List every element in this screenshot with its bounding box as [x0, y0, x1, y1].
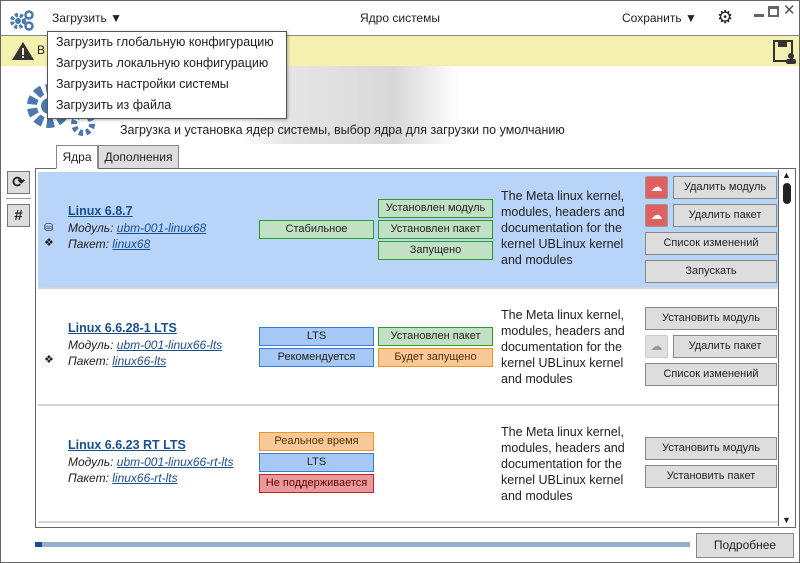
kernel-description: The Meta linux kernel, modules, headers … [501, 425, 625, 503]
banner-description: Загрузка и установка ядер системы, выбор… [120, 123, 565, 137]
cloud-download-icon: ☁ [645, 335, 668, 358]
tab-kernels[interactable]: Ядра [56, 145, 98, 169]
tag-badge: LTS [259, 453, 374, 472]
install-module-button[interactable]: Установить модуль [645, 307, 777, 330]
module-link[interactable]: ubm-001-linux66-lts [116, 338, 223, 352]
status-badge: Установлен пакет [378, 220, 493, 239]
kernel-title-link[interactable]: Linux 6.6.28-1 LTS [68, 321, 177, 335]
cloud-download-icon[interactable]: ☁ [645, 176, 668, 199]
menu-item-load-system[interactable]: Загрузить настройки системы [56, 77, 229, 91]
module-label: Модуль: [68, 221, 114, 235]
load-label: Загрузить [52, 11, 107, 25]
menu-item-load-file[interactable]: Загрузить из файла [56, 98, 172, 112]
remove-module-button[interactable]: Удалить модуль [673, 176, 777, 199]
chevron-down-icon: ▼ [110, 11, 123, 25]
install-module-button[interactable]: Установить модуль [645, 437, 777, 460]
close-button[interactable]: ✕ [783, 2, 796, 19]
module-link[interactable]: ubm-001-linux66-rt-lts [116, 455, 234, 469]
menu-item-load-global[interactable]: Загрузить глобальную конфигурацию [56, 35, 274, 49]
package-label: Пакет: [68, 471, 109, 485]
package-link[interactable]: linux66-rt-lts [112, 471, 178, 485]
package-icon: ❖ [44, 354, 54, 366]
app-gears-icon [10, 10, 34, 31]
hash-button[interactable]: # [7, 204, 30, 227]
progress-fill [35, 542, 42, 547]
module-label: Модуль: [68, 338, 114, 352]
progress-bar [35, 542, 690, 547]
save-user-config-icon[interactable] [773, 40, 797, 64]
save-label: Сохранить [622, 11, 682, 25]
scroll-down-icon[interactable]: ▼ [782, 515, 791, 525]
cloud-download-icon[interactable]: ☁ [645, 204, 668, 227]
run-button[interactable]: Запускать [645, 260, 777, 283]
details-button[interactable]: Подробнее [696, 533, 794, 558]
kernel-row[interactable]: Linux 6.6.28-1 LTS ❖ Модуль: ubm-001-lin… [38, 289, 778, 406]
kernel-title-link[interactable]: Linux 6.6.23 RT LTS [68, 438, 186, 452]
maximize-button[interactable] [768, 6, 779, 17]
module-link[interactable]: ubm-001-linux68 [116, 221, 207, 235]
kernel-list: Linux 6.8.7 ⛁ ❖ Модуль: ubm-001-linux68 … [35, 168, 796, 528]
minimize-button[interactable] [754, 14, 764, 17]
module-icon: ⛁ [44, 222, 54, 234]
kernel-title-link[interactable]: Linux 6.8.7 [68, 204, 133, 218]
kernel-row[interactable]: Linux 6.8.7 ⛁ ❖ Модуль: ubm-001-linux68 … [38, 172, 778, 289]
package-icon: ❖ [44, 237, 54, 249]
package-label: Пакет: [68, 237, 109, 251]
kernel-description: The Meta linux kernel, modules, headers … [501, 308, 625, 386]
load-dropdown-menu: Загрузить глобальную конфигурацию Загруз… [47, 31, 287, 119]
status-badge: Установлен модуль [378, 199, 493, 218]
warning-text: В [37, 43, 46, 57]
status-badge: Будет запущено [378, 348, 493, 367]
settings-gear-icon[interactable]: ⚙ [717, 7, 734, 27]
save-menu-button[interactable]: Сохранить ▼ [622, 11, 697, 25]
remove-package-button[interactable]: Удалить пакет [673, 335, 777, 358]
changelog-button[interactable]: Список изменений [645, 232, 777, 255]
install-package-button[interactable]: Установить пакет [645, 465, 777, 488]
tag-badge: Стабильное [259, 220, 374, 239]
scrollbar-thumb[interactable] [783, 183, 791, 204]
scrollbar[interactable]: ▲ ▼ [778, 170, 795, 526]
kernel-description: The Meta linux kernel, modules, headers … [501, 189, 625, 267]
package-link[interactable]: linux66-lts [112, 354, 167, 368]
chevron-down-icon: ▼ [684, 11, 697, 25]
remove-package-button[interactable]: Удалить пакет [673, 204, 777, 227]
tag-badge: Реальное время [259, 432, 374, 451]
tag-badge: Рекомендуется [259, 348, 374, 367]
status-badge: Запущено [378, 241, 493, 260]
refresh-button[interactable]: ⟳ [7, 171, 30, 194]
warning-icon [12, 42, 34, 60]
changelog-button[interactable]: Список изменений [645, 363, 777, 386]
package-link[interactable]: linux68 [112, 237, 151, 251]
tab-addons[interactable]: Дополнения [98, 145, 179, 169]
menu-item-load-local[interactable]: Загрузить локальную конфигурацию [56, 56, 269, 70]
tag-badge: LTS [259, 327, 374, 346]
module-label: Модуль: [68, 455, 114, 469]
titlebar: Загрузить ▼ Ядро системы Сохранить ▼ ⚙ ✕ [1, 1, 799, 36]
divider [6, 198, 31, 199]
status-badge: Установлен пакет [378, 327, 493, 346]
scroll-up-icon[interactable]: ▲ [782, 170, 791, 180]
window-title: Ядро системы [360, 11, 440, 25]
load-menu-button[interactable]: Загрузить ▼ [52, 11, 122, 25]
kernel-row[interactable]: Linux 6.6.23 RT LTS Модуль: ubm-001-linu… [38, 406, 778, 523]
package-label: Пакет: [68, 354, 109, 368]
tag-badge: Не поддерживается [259, 474, 374, 493]
